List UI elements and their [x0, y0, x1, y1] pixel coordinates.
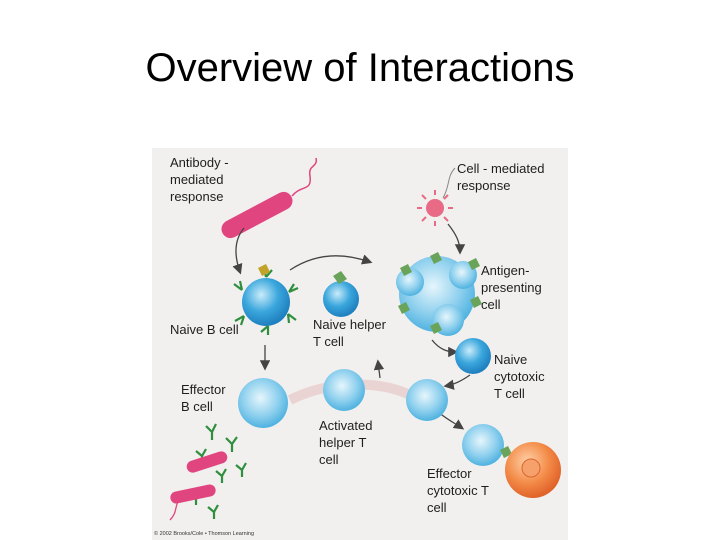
naive-cytotoxic-t-cell — [455, 338, 491, 374]
free-antibodies — [189, 423, 247, 519]
activated-helper-t-cell — [323, 369, 365, 411]
arrow-to-helper — [289, 254, 373, 271]
slide-title: Overview of Interactions — [145, 46, 575, 90]
effector-cytotoxic-t-cell — [462, 424, 512, 466]
arrow-helper-signal — [373, 359, 385, 379]
antigen-presenting-cell — [396, 252, 482, 336]
label-naive-b-cell: Naive B cell — [170, 322, 239, 337]
arrow-bacterium-to-bcell — [232, 227, 245, 275]
naive-helper-t-cell — [323, 271, 359, 317]
arrow-cytotoxic-to-activation — [443, 374, 471, 390]
infected-target-cell — [505, 442, 561, 498]
effector-b-cell — [238, 378, 288, 428]
bacterium-top — [221, 157, 317, 239]
naive-b-cell — [233, 264, 299, 335]
arrow-virus-to-apc — [447, 223, 466, 255]
virus-top — [417, 167, 456, 226]
copyright-notice: © 2002 Brooks/Cole • Thomson Learning — [154, 531, 255, 537]
bacteria-bottom — [169, 451, 228, 521]
arrow-apc-to-cytotoxic — [431, 339, 459, 358]
activated-cytotoxic-t-cell — [406, 379, 448, 421]
